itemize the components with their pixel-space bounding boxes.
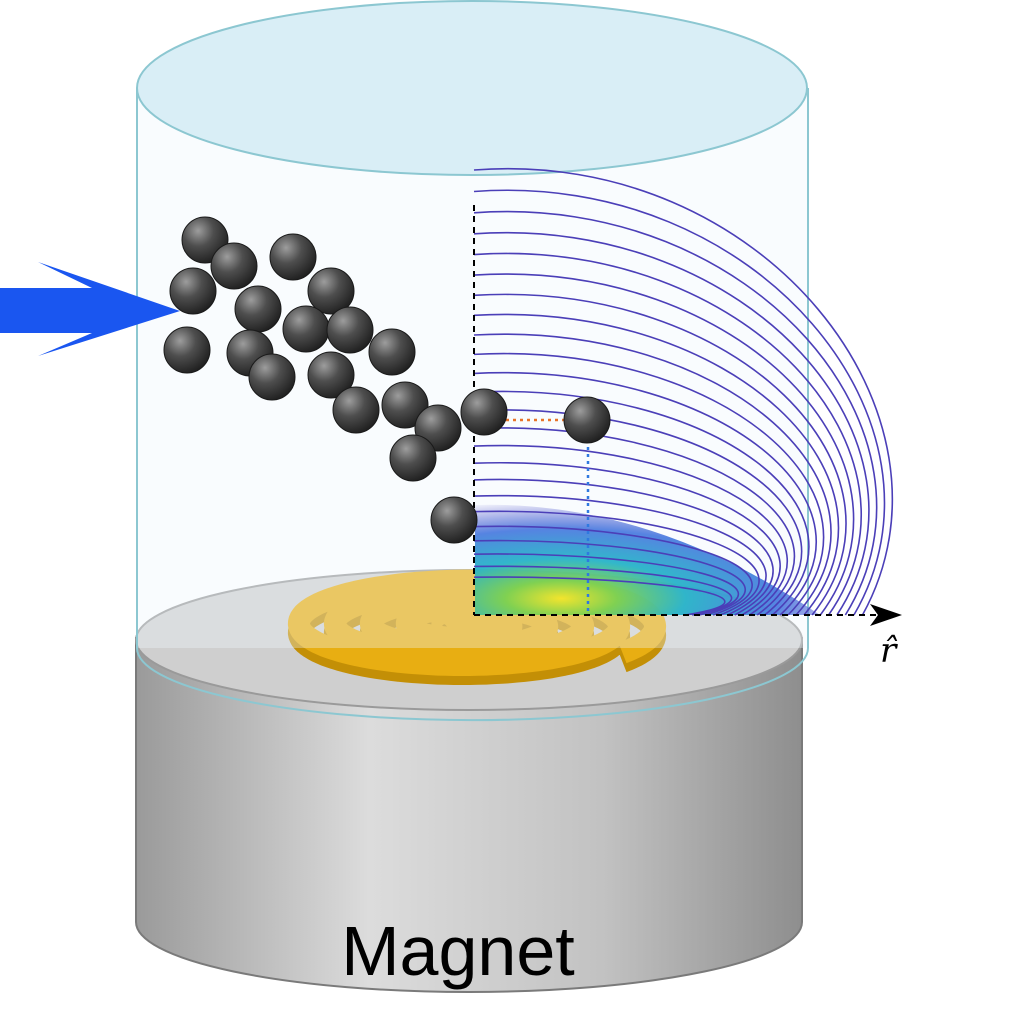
particle — [563, 396, 611, 444]
particle — [163, 326, 211, 374]
field-intensity — [475, 504, 820, 615]
field-line — [473, 273, 855, 616]
field-line — [473, 510, 760, 616]
particle — [248, 353, 296, 401]
field-line — [473, 553, 740, 616]
particle — [282, 305, 330, 353]
field-line — [473, 371, 817, 616]
axes: r̂ — [473, 205, 902, 671]
particle — [234, 285, 282, 333]
field-line — [473, 352, 825, 616]
particle — [269, 233, 317, 281]
field-line — [473, 565, 733, 616]
field-line — [473, 189, 886, 616]
field-line — [473, 313, 840, 616]
particle — [430, 496, 478, 544]
particle — [381, 381, 429, 429]
radial-axis-label: r̂ — [880, 631, 898, 671]
particle — [368, 328, 416, 376]
particle — [169, 267, 217, 315]
particle — [332, 386, 380, 434]
field-line — [473, 210, 878, 616]
field-line — [473, 333, 832, 616]
particle — [389, 434, 437, 482]
right-arrow-icon — [0, 262, 180, 356]
field-line — [473, 427, 796, 616]
field-line — [473, 252, 862, 616]
magnetic-field-lines — [473, 167, 893, 616]
particle — [210, 242, 258, 290]
field-line — [473, 525, 753, 616]
particle — [307, 267, 355, 315]
field-line — [473, 167, 893, 616]
field-line — [473, 461, 781, 616]
magnet-label: Magnet — [341, 912, 574, 990]
arrowhead-icon — [870, 604, 902, 626]
field-line — [473, 231, 870, 616]
particle — [326, 306, 374, 354]
container-top — [136, 0, 808, 176]
field-line — [473, 293, 847, 616]
field-line — [473, 576, 726, 616]
particles — [163, 216, 611, 544]
particle — [460, 388, 508, 436]
particle — [307, 351, 355, 399]
magnet-body — [135, 637, 803, 993]
field-line — [473, 494, 767, 616]
field-line — [473, 539, 746, 616]
field-line — [473, 390, 810, 616]
field-line — [473, 444, 788, 616]
field-line — [473, 478, 774, 616]
